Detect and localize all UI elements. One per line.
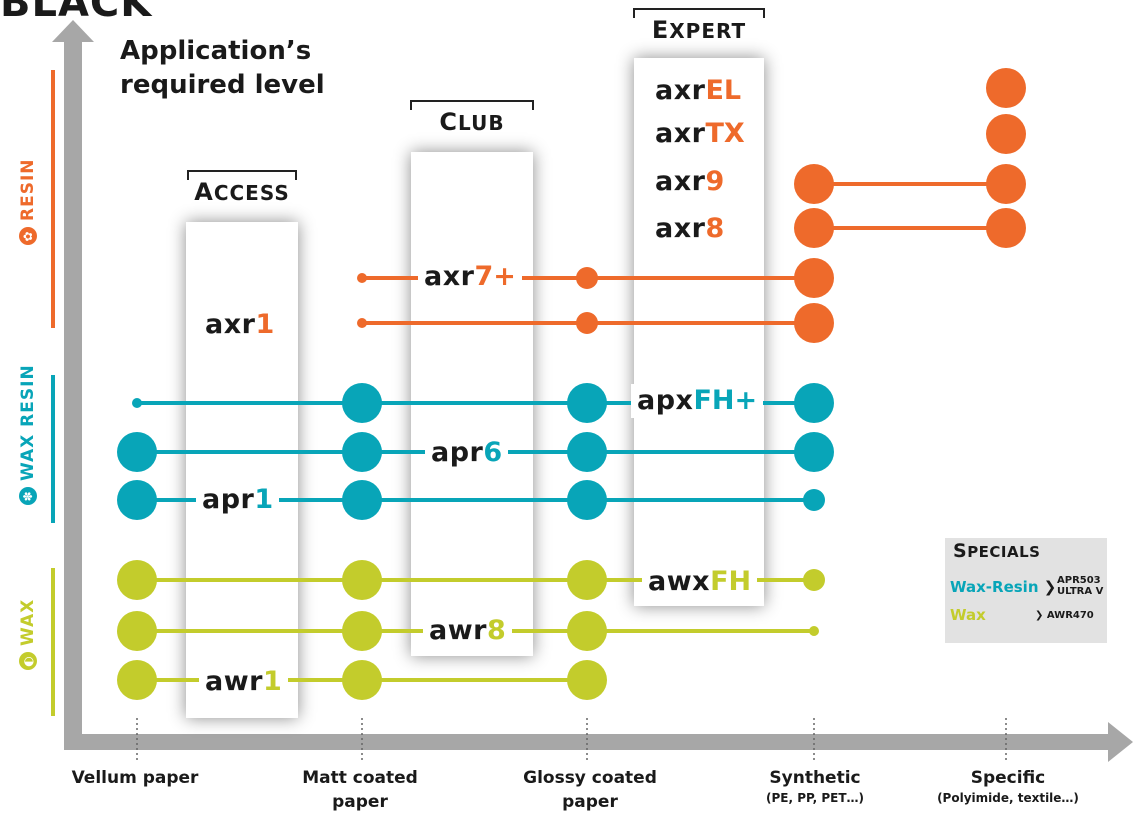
resin-category-bar [51, 70, 55, 328]
top-title: BLACK [0, 0, 153, 26]
product-awxfh: awxFH [642, 565, 758, 599]
category-label-wax-resin-text: WAX RESIN [18, 364, 38, 481]
x-axis-ticks [136, 718, 1007, 762]
product-axr9: axr9 [649, 165, 731, 199]
x-label-glossy: Glossy coated paper [505, 766, 675, 814]
product-apr6: apr6 [425, 436, 509, 470]
product-prefix: awr [205, 666, 263, 697]
product-awr1: awr1 [199, 665, 288, 699]
expert-title-rest: XPERT [669, 19, 747, 43]
wax-category-bar [51, 568, 55, 716]
product-prefix: axr [655, 166, 706, 197]
product-prefix: awr [429, 615, 487, 646]
product-awr8: awr8 [423, 614, 512, 648]
x-label-sub: (Polyimide, textile…) [937, 791, 1079, 805]
club-title-rest: LUB [458, 111, 505, 135]
wax-resin-category-bar [51, 375, 55, 523]
specials-row-wax-value-text: AWR470 [1046, 610, 1094, 621]
category-label-wax: ◐ WAX [18, 599, 38, 670]
access-title-rest: CCESS [213, 181, 290, 205]
y-axis-label: Application’s required level [120, 34, 325, 102]
product-axr1: axr1 [199, 308, 281, 342]
specials-row-wax-resin-value: APR503 ULTRA V [1057, 575, 1104, 597]
expert-bracket [633, 8, 765, 18]
product-suffix: FH [710, 566, 752, 597]
expert-title-first: E [651, 16, 670, 44]
x-axis-line [64, 734, 1114, 750]
club-tier-header: CLUB [410, 100, 534, 136]
specials-title-rest: PECIALS [967, 543, 1041, 561]
x-label-text: Specific [970, 768, 1046, 788]
x-label-matt: Matt coated paper [290, 766, 430, 814]
y-axis-line [64, 40, 82, 744]
specials-title-first: S [953, 540, 968, 562]
product-suffix: FH+ [693, 385, 758, 416]
club-tier-title: CLUB [410, 108, 534, 136]
y-axis-arrow [52, 20, 94, 42]
product-suffix: 8 [705, 213, 725, 244]
specials-row-label: Wax [950, 606, 986, 624]
product-axrtx: axrTX [649, 117, 751, 151]
product-prefix: axr [205, 309, 256, 340]
wax-icon: ◐ [19, 652, 37, 670]
access-title-first: A [194, 178, 214, 206]
product-suffix: 7+ [474, 261, 516, 292]
specials-row-wax-resin: Wax-Resin ❯ [950, 578, 1057, 596]
access-tier-title: ACCESS [187, 178, 297, 206]
product-suffix: TX [705, 118, 745, 149]
product-axrel: axrEL [649, 74, 748, 108]
x-label-synthetic: Synthetic (PE, PP, PET…) [735, 766, 895, 806]
specials-row-wax-value: ❯ AWR470 [1035, 610, 1094, 621]
y-axis-label-line1: Application’s [120, 36, 312, 66]
product-suffix: EL [705, 75, 742, 106]
club-tier-panel [411, 152, 533, 656]
y-axis-label-line2: required level [120, 70, 325, 100]
x-label-specific: Specific (Polyimide, textile…) [908, 766, 1108, 806]
club-bracket [410, 100, 534, 110]
product-prefix: axr [655, 213, 706, 244]
category-label-wax-resin: ✽ WAX RESIN [18, 364, 38, 505]
x-axis-arrow [1108, 722, 1133, 762]
product-suffix: 9 [705, 166, 725, 197]
club-title-first: C [439, 108, 459, 136]
access-tier-panel [186, 222, 298, 718]
x-label-sub: (PE, PP, PET…) [766, 791, 864, 805]
specials-row-label: Wax-Resin [950, 578, 1039, 596]
expert-tier-title: EXPERT [633, 16, 765, 44]
access-tier-header: ACCESS [187, 170, 297, 206]
category-label-resin-text: RESIN [18, 158, 38, 222]
product-suffix: 8 [486, 615, 506, 646]
product-suffix: 1 [254, 484, 274, 515]
product-axr8: axr8 [649, 212, 731, 246]
x-label-text: Matt coated paper [302, 768, 418, 812]
wax-resin-icon: ✽ [19, 487, 37, 505]
x-label-vellum: Vellum paper [45, 766, 225, 790]
product-prefix: apr [202, 484, 255, 515]
category-label-wax-text: WAX [18, 598, 38, 646]
x-label-text: Vellum paper [71, 768, 199, 788]
product-axr7plus: axr7+ [418, 260, 522, 294]
access-bracket [187, 170, 297, 180]
product-suffix: 1 [262, 666, 282, 697]
x-label-text: Glossy coated paper [523, 768, 657, 812]
product-suffix: 6 [483, 437, 503, 468]
product-apxfhplus: apxFH+ [631, 384, 764, 418]
specials-row-wax: Wax [950, 606, 986, 624]
product-apr1: apr1 [196, 483, 280, 517]
product-prefix: awx [648, 566, 711, 597]
product-prefix: axr [424, 261, 475, 292]
specials-title: SPECIALS [953, 540, 1041, 562]
expert-tier-header: EXPERT [633, 8, 765, 44]
product-prefix: apr [431, 437, 484, 468]
x-label-text: Synthetic [769, 768, 861, 788]
product-prefix: axr [655, 75, 706, 106]
product-prefix: apx [637, 385, 694, 416]
product-suffix: 1 [255, 309, 275, 340]
category-label-resin: ✿ RESIN [18, 158, 38, 245]
product-prefix: axr [655, 118, 706, 149]
specials-box: SPECIALS Wax-Resin ❯ APR503 ULTRA V Wax … [945, 538, 1107, 643]
resin-icon: ✿ [19, 227, 37, 245]
